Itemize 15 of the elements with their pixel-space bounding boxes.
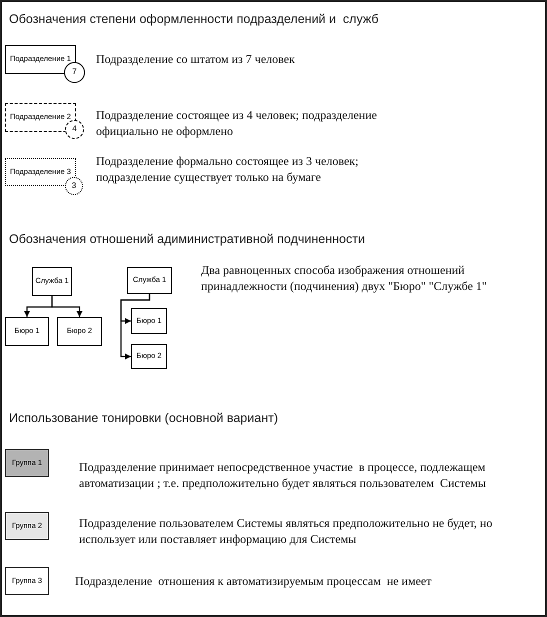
notation-description: Два равноценных способа изображения отношений принадлежности (подчинения) двух "Бюро" "Службе 1" [201, 262, 488, 294]
notation-description: Подразделение состоящее из 4 человек; подразделение официально не оформлено [96, 107, 378, 139]
section-heading: Обозначения отношений адиминистративной подчиненности [9, 232, 365, 247]
section-heading: Обозначения степени оформленности подразделений и служб [9, 12, 379, 27]
connector-arrow [51, 296, 82, 317]
notation-description: Подразделение пользователем Системы являться предположительно не будет, но использует или поставляет информацию для Системы [79, 515, 494, 547]
notation-description: Подразделение формально состоящее из 3 человек; подразделение существует только на бумаге [96, 153, 360, 185]
connector-arrow [120, 294, 150, 360]
notation-description: Подразделение со штатом из 7 человек [96, 51, 296, 67]
notation-description: Подразделение отношения к автоматизируемым процессам не имеет [75, 573, 432, 589]
notation-description: Подразделение принимает непосредственное участие в процессе, подлежащем автоматизации ; т.е. предположительно будет являться пользователем Системы [79, 459, 487, 491]
headcount-circle: 3 [65, 177, 83, 195]
section-heading: Использование тонировки (основной вариант) [9, 411, 278, 426]
headcount-circle: 4 [65, 120, 84, 139]
headcount-circle: 7 [64, 62, 85, 83]
